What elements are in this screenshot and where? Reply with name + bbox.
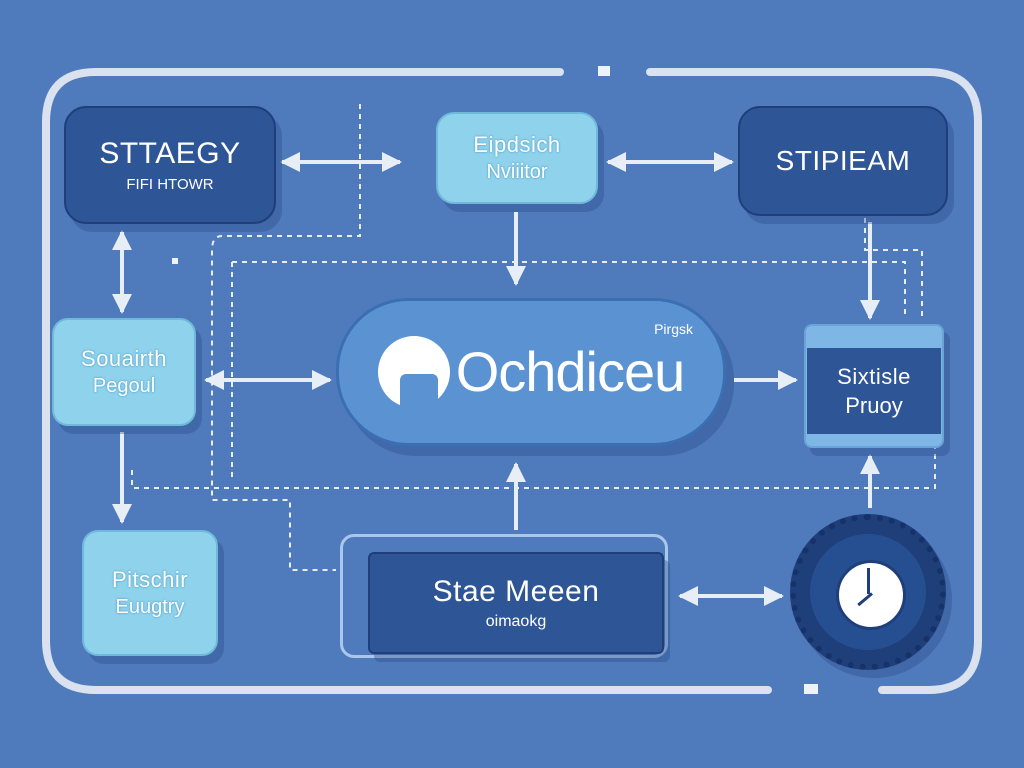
strategy-subtitle: FIFI HTOWR xyxy=(126,175,214,193)
research-title: Eipdsich xyxy=(473,131,561,157)
meeting-frame xyxy=(340,534,668,658)
search-subtitle: Pegoul xyxy=(92,375,156,398)
policy-node: Sixtisle Pruoy xyxy=(804,324,944,448)
policy-inner: Sixtisle Pruoy xyxy=(807,348,941,434)
meeting-node: Stae Meeen oimaokg xyxy=(368,552,664,654)
outer-frame-right xyxy=(646,68,982,694)
meeting-title: Stae Meeen xyxy=(432,574,600,608)
meeting-subtitle: oimaokg xyxy=(485,613,547,631)
clock-icon xyxy=(790,514,946,670)
dashed-connectors xyxy=(131,104,936,571)
frame-dot-bottom xyxy=(804,684,818,694)
strategy-node: STTAEGY FIFI HTOWR xyxy=(64,106,276,224)
core-title: Ochdiceu xyxy=(455,339,686,403)
pitch-subtitle: Euugtry xyxy=(115,596,185,619)
core-tag: Pirgsk xyxy=(654,321,693,337)
pitch-node: Pitschir Euugtry xyxy=(82,530,218,656)
core-row: Ochdiceu xyxy=(377,336,686,408)
research-node: Eipdsich Nviiitor xyxy=(436,112,598,204)
policy-subtitle: Pruoy xyxy=(845,393,903,418)
core-logo-icon xyxy=(377,336,450,408)
frame-dot-top xyxy=(598,66,610,76)
outer-frame xyxy=(42,68,772,694)
pitch-title: Pitschir xyxy=(111,566,189,592)
flow-arrows xyxy=(112,152,880,606)
research-subtitle: Nviiitor xyxy=(486,161,548,184)
strategy-title: STTAEGY xyxy=(99,137,241,171)
marker-dot xyxy=(172,258,178,264)
stream-node: STIPIEAM xyxy=(738,106,948,216)
search-title: Souairth xyxy=(81,345,167,371)
search-node: Souairth Pegoul xyxy=(52,318,196,426)
clock-hour-hand xyxy=(867,568,870,594)
core-node: Pirgsk Ochdiceu xyxy=(336,298,726,446)
stream-title: STIPIEAM xyxy=(775,144,911,176)
policy-title: Sixtisle xyxy=(837,363,911,389)
